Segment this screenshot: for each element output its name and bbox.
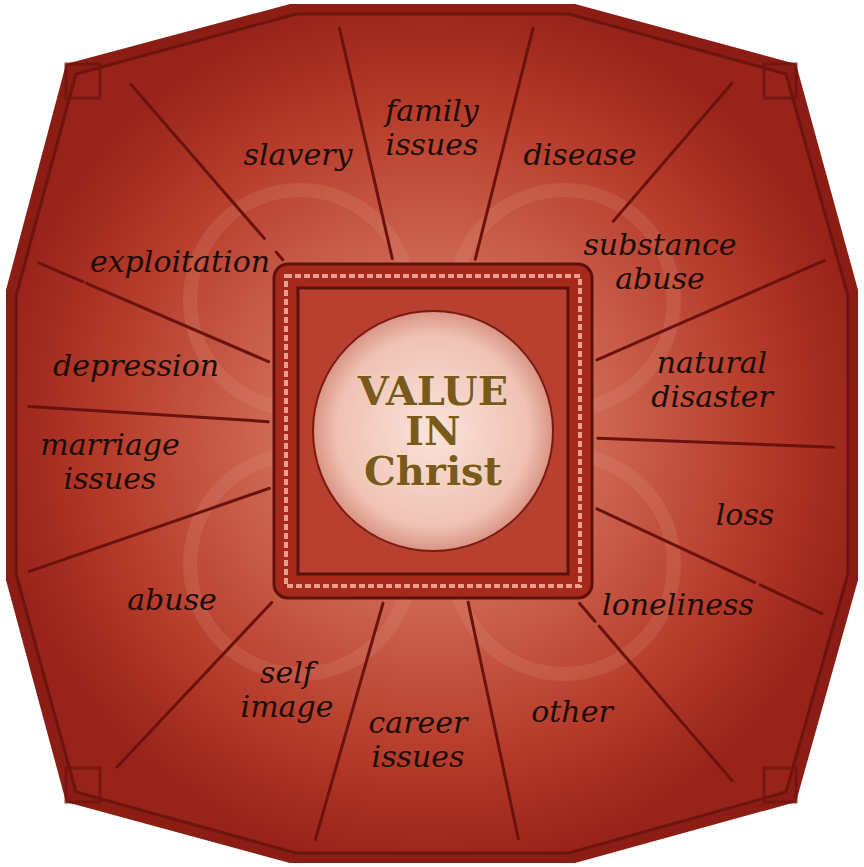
separator-line <box>599 626 732 781</box>
center-box: VALUE IN Christ <box>272 262 594 600</box>
separator-line <box>468 602 518 839</box>
topic-label: disease <box>524 138 637 173</box>
topic-label: abuse <box>127 583 217 618</box>
topic-label: family issues <box>372 94 492 163</box>
topic-label: marriage issues <box>30 428 190 497</box>
separator-line <box>276 252 283 260</box>
topic-label: slavery <box>244 138 353 173</box>
separator-line <box>760 585 822 614</box>
topic-label: substance abuse <box>578 228 743 297</box>
separator-line <box>29 406 269 421</box>
topic-label: loss <box>716 498 774 533</box>
topic-label: other <box>531 695 613 730</box>
topic-label: loneliness <box>602 588 754 623</box>
separator-line <box>117 602 272 767</box>
center-title: VALUE IN Christ <box>346 371 521 491</box>
topic-label: depression <box>53 349 219 384</box>
topic-label: self image <box>237 656 337 725</box>
topic-label: exploitation <box>90 245 270 280</box>
separator-line <box>579 603 595 621</box>
topic-label: natural disaster <box>637 346 787 415</box>
separator-line <box>598 438 834 447</box>
topic-label: career issues <box>358 706 478 775</box>
separator-line <box>39 263 83 282</box>
separator-line <box>29 488 269 571</box>
